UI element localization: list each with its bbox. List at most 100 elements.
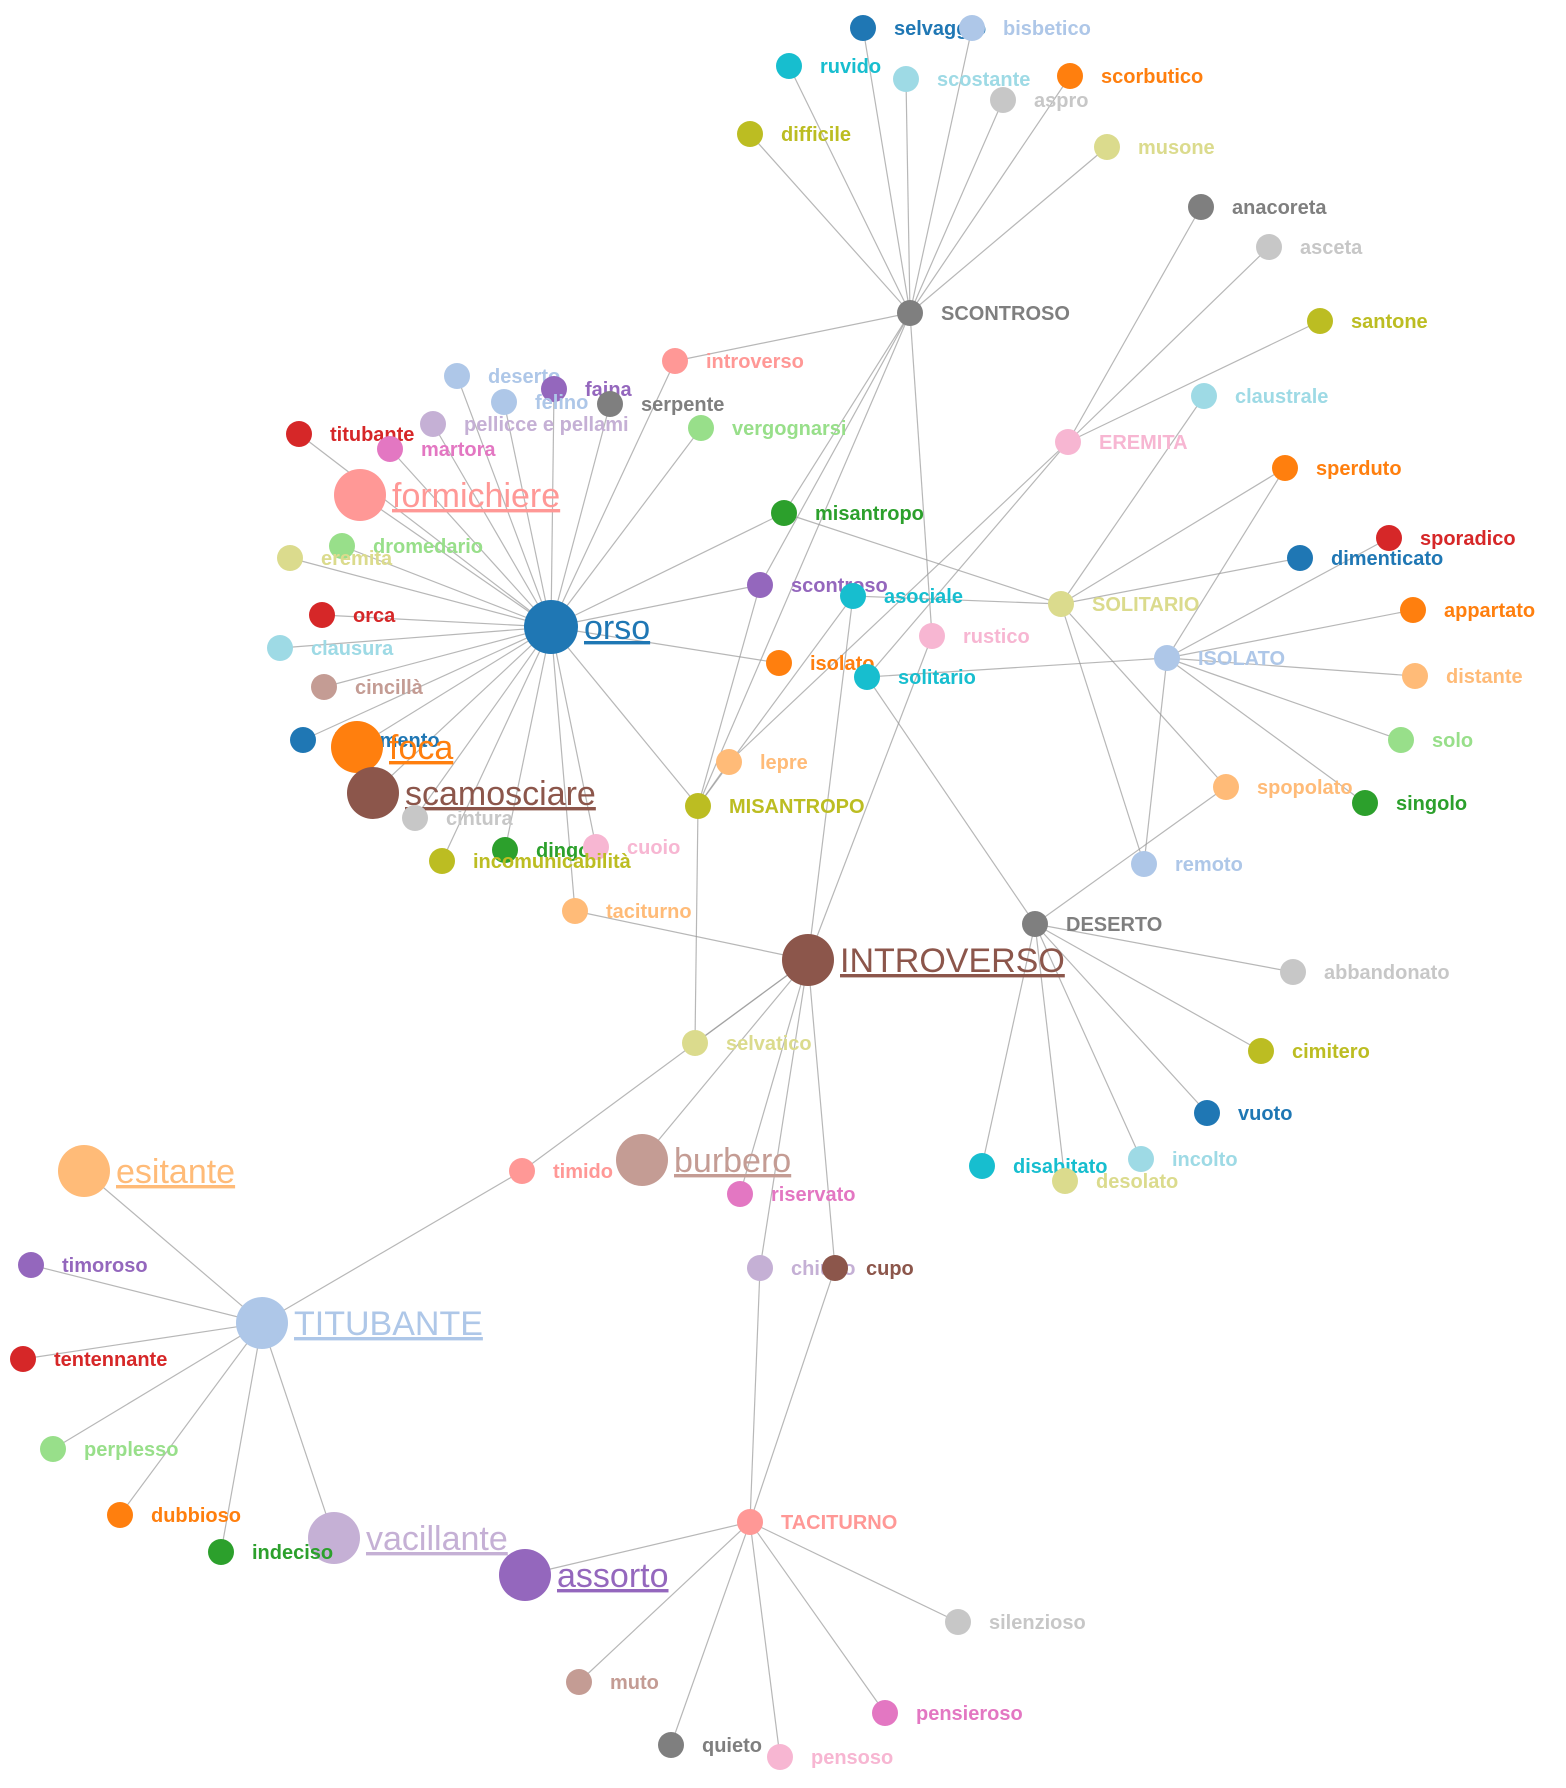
node-circle-desolato[interactable] (1052, 1168, 1078, 1194)
node-label-orca[interactable]: orca (353, 605, 396, 627)
node-circle-anacoreta[interactable] (1188, 194, 1214, 220)
node-circle-silenzioso[interactable] (945, 1609, 971, 1635)
node-label-SOLITARIO[interactable]: SOLITARIO (1092, 594, 1199, 616)
node-perplesso[interactable]: perplesso (40, 1436, 178, 1462)
node-scontroso[interactable]: scontroso (747, 572, 888, 598)
node-label-spopolato[interactable]: spopolato (1257, 777, 1353, 799)
node-spopolato[interactable]: spopolato (1213, 774, 1353, 800)
node-label-vergognarsi[interactable]: vergognarsi (732, 418, 846, 440)
node-circle-incolto[interactable] (1128, 1146, 1154, 1172)
node-timoroso[interactable]: timoroso (18, 1252, 148, 1278)
node-circle-serpente[interactable] (597, 391, 623, 417)
node-circle-SOLITARIO[interactable] (1048, 591, 1074, 617)
node-singolo[interactable]: singolo (1352, 790, 1467, 816)
node-label-desolato[interactable]: desolato (1096, 1171, 1178, 1193)
node-circle-dingo[interactable] (492, 837, 518, 863)
node-circle-MISANTROPO[interactable] (685, 793, 711, 819)
node-silenzioso[interactable]: silenzioso (945, 1609, 1086, 1635)
node-circle-solitario[interactable] (854, 664, 880, 690)
node-circle-eremita[interactable] (277, 545, 303, 571)
node-cincilla[interactable]: cincillà (311, 674, 424, 700)
node-dubbioso[interactable]: dubbioso (107, 1502, 241, 1528)
node-circle-ISOLATO[interactable] (1154, 645, 1180, 671)
node-label-tentennante[interactable]: tentennante (54, 1349, 167, 1371)
node-circle-burbero[interactable] (616, 1134, 668, 1186)
node-label-asceta[interactable]: asceta (1300, 237, 1363, 259)
node-santone[interactable]: santone (1307, 308, 1428, 334)
node-label-rustico[interactable]: rustico (963, 626, 1030, 648)
node-circle-SCONTROSO[interactable] (897, 300, 923, 326)
node-pensieroso[interactable]: pensieroso (872, 1700, 1023, 1726)
node-label-scostante[interactable]: scostante (937, 69, 1030, 91)
node-label-indeciso[interactable]: indeciso (252, 1542, 333, 1564)
node-label-assorto[interactable]: assorto (557, 1557, 669, 1595)
node-solo[interactable]: solo (1388, 727, 1473, 753)
node-circle-misantropo[interactable] (771, 500, 797, 526)
node-distante[interactable]: distante (1402, 663, 1523, 689)
node-label-sperduto[interactable]: sperduto (1316, 458, 1402, 480)
node-label-foca[interactable]: foca (389, 729, 453, 767)
node-SCONTROSO[interactable]: SCONTROSO (897, 300, 1070, 326)
node-label-timido[interactable]: timido (553, 1161, 613, 1183)
node-timido[interactable]: timido (509, 1158, 613, 1184)
node-circle-deserto[interactable] (444, 363, 470, 389)
node-label-dubbioso[interactable]: dubbioso (151, 1505, 241, 1527)
node-label-formichiere[interactable]: formichiere (392, 477, 560, 515)
node-formichiere[interactable]: formichiere (334, 469, 560, 521)
node-circle-scamosciare[interactable] (347, 767, 399, 819)
node-label-singolo[interactable]: singolo (1396, 793, 1467, 815)
node-circle-riservato[interactable] (727, 1181, 753, 1207)
node-circle-cuoio[interactable] (583, 834, 609, 860)
node-circle-timido[interactable] (509, 1158, 535, 1184)
node-label-esitante[interactable]: esitante (116, 1153, 235, 1191)
node-bisbetico[interactable]: bisbetico (959, 15, 1091, 41)
node-circle-felino[interactable] (491, 389, 517, 415)
node-label-quieto[interactable]: quieto (702, 1735, 762, 1757)
node-circle-solo[interactable] (1388, 727, 1414, 753)
node-circle-dimenticato[interactable] (1287, 545, 1313, 571)
node-asceta[interactable]: asceta (1256, 234, 1363, 260)
node-label-scamosciare[interactable]: scamosciare (405, 775, 596, 813)
node-dimenticato[interactable]: dimenticato (1287, 545, 1443, 571)
node-circle-abbandonato[interactable] (1280, 959, 1306, 985)
node-label-cuoio[interactable]: cuoio (627, 837, 680, 859)
node-faina[interactable]: faina (541, 376, 633, 402)
node-cupo[interactable]: cupo (822, 1255, 914, 1281)
node-asociale[interactable]: asociale (840, 583, 963, 609)
node-label-titubante[interactable]: titubante (330, 424, 414, 446)
node-label-felino[interactable]: felino (535, 392, 588, 414)
node-circle-foca[interactable] (331, 721, 383, 773)
node-orca[interactable]: orca (309, 602, 396, 628)
node-dromedario[interactable]: dromedario (329, 533, 483, 559)
node-label-serpente[interactable]: serpente (641, 394, 724, 416)
node-label-INTROVERSO[interactable]: INTROVERSO (840, 942, 1065, 980)
node-pellicce[interactable]: pellicce e pellami (420, 411, 629, 437)
node-circle-isolamento[interactable] (290, 727, 316, 753)
node-circle-titubante[interactable] (286, 421, 312, 447)
node-eremita[interactable]: eremita (277, 545, 393, 571)
node-claustrale[interactable]: claustrale (1191, 383, 1328, 409)
node-lepre[interactable]: lepre (716, 749, 808, 775)
node-circle-disabitato[interactable] (969, 1153, 995, 1179)
node-scostante[interactable]: scostante (893, 66, 1030, 92)
node-circle-esitante[interactable] (58, 1145, 110, 1197)
node-circle-appartato[interactable] (1400, 597, 1426, 623)
node-foca[interactable]: foca (331, 721, 453, 773)
node-circle-distante[interactable] (1402, 663, 1428, 689)
node-selvatico[interactable]: selvatico (682, 1030, 812, 1056)
node-circle-tentennante[interactable] (10, 1346, 36, 1372)
node-label-misantropo[interactable]: misantropo (815, 503, 924, 525)
node-label-introverso[interactable]: introverso (706, 351, 804, 373)
node-cintura[interactable]: cintura (402, 805, 514, 831)
node-label-deserto[interactable]: deserto (488, 366, 560, 388)
node-circle-musone[interactable] (1094, 134, 1120, 160)
node-scorbutico[interactable]: scorbutico (1057, 63, 1203, 89)
node-scamosciare[interactable]: scamosciare (347, 767, 596, 819)
node-label-bisbetico[interactable]: bisbetico (1003, 18, 1091, 40)
node-label-TITUBANTE[interactable]: TITUBANTE (294, 1305, 483, 1343)
node-dingo[interactable]: dingo (492, 837, 590, 863)
node-circle-cimitero[interactable] (1248, 1038, 1274, 1064)
node-circle-indeciso[interactable] (208, 1539, 234, 1565)
node-label-cimitero[interactable]: cimitero (1292, 1041, 1370, 1063)
node-circle-TITUBANTE[interactable] (236, 1297, 288, 1349)
